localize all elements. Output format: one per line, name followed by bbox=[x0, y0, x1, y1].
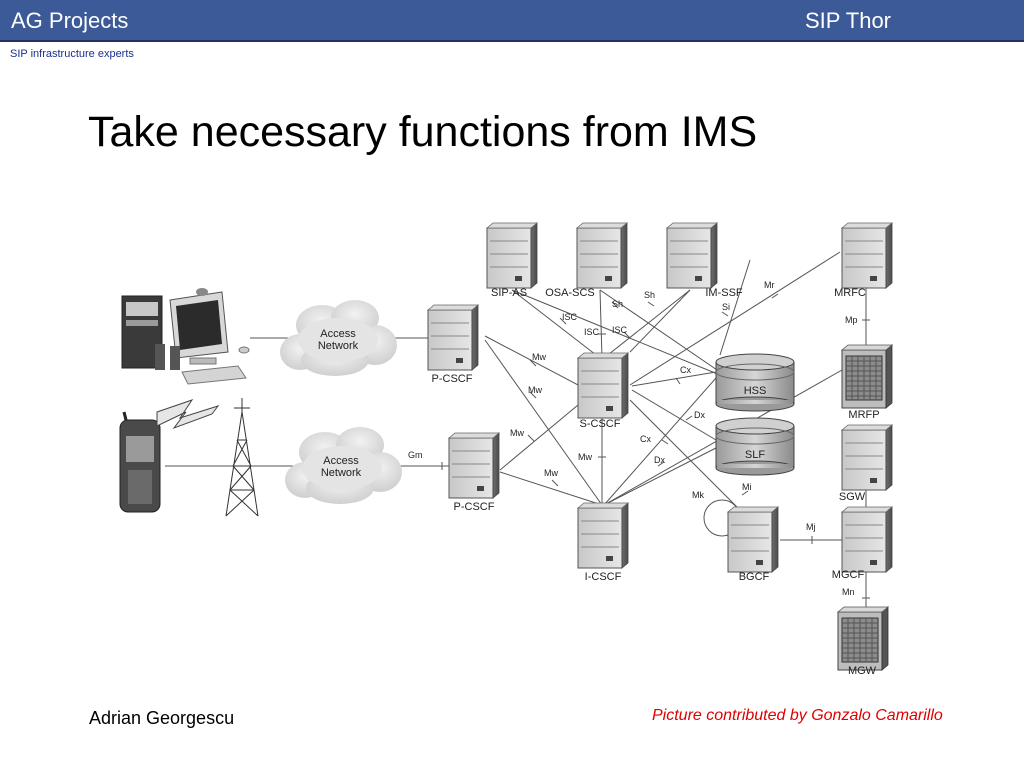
radio-tower-icon bbox=[225, 398, 259, 517]
iface-label-mw-1: Mw bbox=[532, 352, 546, 362]
node-label-im-ssf: IM-SSF bbox=[705, 287, 743, 299]
connection-lines bbox=[165, 251, 867, 610]
node-label-hss: HSS bbox=[744, 385, 767, 397]
iface-label-cx-1: Cx bbox=[680, 365, 691, 375]
iface-label-mp: Mp bbox=[845, 315, 858, 325]
osa-scs-server-icon bbox=[576, 222, 628, 289]
iface-label-mw-5: Mw bbox=[578, 452, 592, 462]
node-label-mrfc: MRFC bbox=[834, 287, 866, 299]
node-label-mgcf: MGCF bbox=[832, 569, 865, 581]
mgcf-server-icon bbox=[841, 506, 893, 573]
iface-label-dx-2: Dx bbox=[654, 455, 665, 465]
node-label-slf: SLF bbox=[745, 449, 765, 461]
desktop-computer-icon bbox=[121, 288, 250, 385]
sgw-server-icon bbox=[841, 424, 893, 491]
iface-label-sh-2: Sh bbox=[644, 290, 655, 300]
iface-label-mj: Mj bbox=[806, 522, 816, 532]
header-bar: AG Projects SIP Thor bbox=[0, 0, 1024, 42]
iface-label-sh-1: Sh bbox=[612, 299, 623, 309]
iface-label-mw-3: Mw bbox=[510, 428, 524, 438]
node-label-sip-as: SIP-AS bbox=[491, 287, 527, 299]
node-label-osa-scs: OSA-SCS bbox=[545, 287, 595, 299]
iface-label-isc-2: ISC bbox=[584, 327, 600, 337]
interface-ticks bbox=[441, 293, 870, 599]
node-label-bgcf: BGCF bbox=[739, 571, 770, 583]
node-label-mrfp: MRFP bbox=[848, 409, 879, 421]
p-cscf-server-icon-1 bbox=[427, 304, 479, 371]
node-label-p-cscf-2: P-CSCF bbox=[454, 501, 495, 513]
hss-database-icon bbox=[715, 353, 795, 412]
iface-label-mk: Mk bbox=[692, 490, 704, 500]
lightning-signal-icon bbox=[156, 399, 220, 430]
brand-name: AG Projects bbox=[11, 8, 129, 33]
iface-label-isc-3: ISC bbox=[612, 325, 628, 335]
node-label-p-cscf-1: P-CSCF bbox=[432, 373, 473, 385]
iface-label-isc-1: ISC bbox=[562, 312, 578, 322]
i-cscf-server-icon bbox=[577, 502, 629, 569]
iface-label-mw-4: Mw bbox=[544, 468, 558, 478]
iface-label-cx-2: Cx bbox=[640, 434, 651, 444]
mrfp-rack-icon bbox=[841, 344, 893, 409]
iface-label-dx-1: Dx bbox=[694, 410, 705, 420]
node-label-s-cscf: S-CSCF bbox=[580, 418, 621, 430]
iface-label-mi: Mi bbox=[742, 482, 752, 492]
deck-title: SIP Thor bbox=[805, 8, 892, 33]
p-cscf-server-icon-2 bbox=[448, 432, 500, 499]
slide-title: Take necessary functions from IMS bbox=[88, 108, 758, 156]
mrfc-server-icon bbox=[841, 222, 893, 289]
iface-label-si: Si bbox=[722, 302, 730, 312]
s-cscf-server-icon bbox=[577, 352, 629, 419]
tagline: SIP infrastructure experts bbox=[10, 48, 134, 60]
mgw-rack-icon bbox=[837, 606, 889, 671]
node-label-mgw: MGW bbox=[848, 665, 877, 677]
iface-label-mn: Mn bbox=[842, 587, 855, 597]
mobile-phone-icon bbox=[119, 411, 161, 513]
node-label-sgw: SGW bbox=[839, 491, 866, 503]
im-ssf-server-icon bbox=[666, 222, 718, 289]
picture-credit: Picture contributed by Gonzalo Camarillo bbox=[652, 707, 943, 724]
author-name: Adrian Georgescu bbox=[89, 708, 235, 728]
iface-label-gm: Gm bbox=[408, 450, 423, 460]
node-label-i-cscf: I-CSCF bbox=[585, 571, 622, 583]
sip-as-server-icon bbox=[486, 222, 538, 289]
iface-label-mw-2: Mw bbox=[528, 385, 542, 395]
bgcf-server-icon bbox=[727, 506, 779, 573]
slf-database-icon bbox=[715, 417, 795, 476]
iface-label-mr: Mr bbox=[764, 280, 775, 290]
